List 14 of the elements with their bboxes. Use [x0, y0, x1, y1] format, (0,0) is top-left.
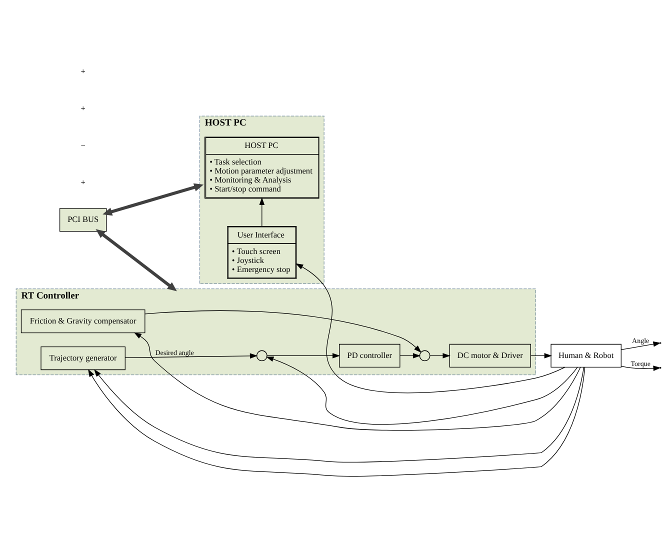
arrow — [400, 353, 421, 358]
arrow — [295, 263, 566, 394]
arrow — [102, 183, 204, 216]
arrow — [430, 353, 450, 358]
arrow — [96, 229, 177, 292]
arrow — [530, 353, 552, 358]
arrow — [266, 356, 578, 425]
arrow — [125, 353, 258, 359]
arrow — [259, 197, 265, 227]
arrow — [266, 353, 340, 358]
arrow — [144, 310, 422, 353]
node-circle — [256, 350, 268, 362]
node-circle — [419, 350, 430, 362]
arrow — [134, 332, 581, 431]
